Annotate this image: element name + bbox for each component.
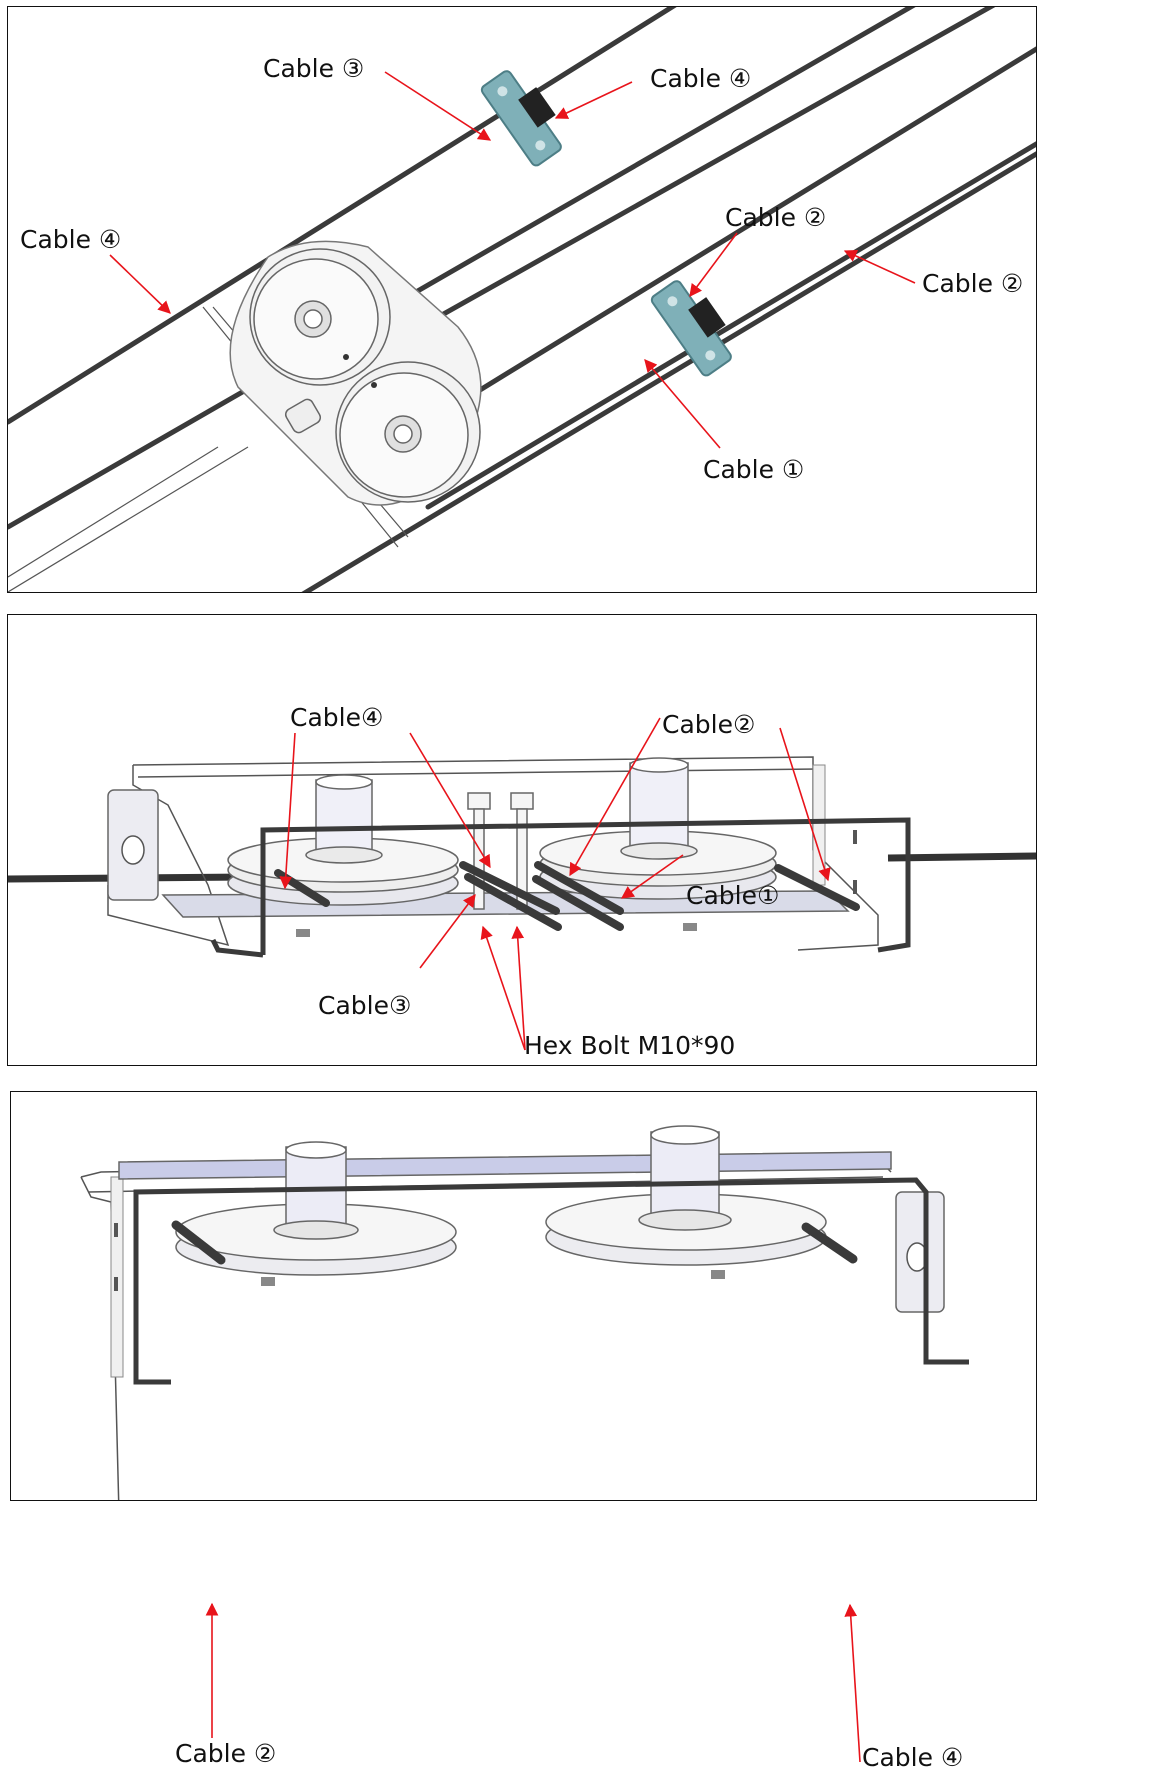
cable-stubs-2	[171, 1220, 858, 1265]
cable-line-e	[425, 141, 1036, 510]
panel-front-view-2	[10, 1091, 1037, 1501]
pulley-front-view-drawing-2	[80, 1125, 969, 1500]
label-p2-cable2: Cable②	[662, 710, 756, 739]
cable-line-a	[8, 7, 677, 425]
pulley-front-view-drawing-1	[8, 756, 1036, 958]
label-p3-cable2: Cable ②	[175, 1739, 277, 1768]
bottom-plate-2	[118, 1151, 892, 1180]
label-p2-cable4: Cable④	[290, 703, 384, 732]
bracket-upper	[480, 70, 562, 167]
frame-bar-2	[133, 1177, 969, 1385]
pulley-top-view-drawing	[8, 7, 1036, 592]
pulley-right-2	[545, 1125, 827, 1266]
bracket-lower	[650, 280, 732, 377]
label-p1-cable2-mid: Cable ②	[725, 203, 827, 232]
label-p2-hex-bolt: Hex Bolt M10*90	[524, 1031, 736, 1060]
label-p3-cable4: Cable ④	[862, 1743, 964, 1772]
label-p1-cable1: Cable ①	[703, 455, 805, 484]
label-p2-cable1: Cable①	[686, 881, 780, 910]
arrow-p3-cable4	[844, 1603, 861, 1763]
label-p1-cable4-left: Cable ④	[20, 225, 122, 254]
cable-line-b	[8, 7, 916, 530]
label-p2-cable3: Cable③	[318, 991, 412, 1020]
panel-front-view-1	[7, 614, 1037, 1066]
frame-bar	[260, 817, 911, 955]
pulley-left-2	[175, 1141, 457, 1276]
label-p1-cable2-right: Cable ②	[922, 269, 1024, 298]
pulley-lower	[335, 361, 481, 503]
pulley-upper	[249, 248, 391, 386]
label-p1-cable4-top: Cable ④	[650, 64, 752, 93]
label-p1-cable3: Cable ③	[263, 54, 365, 83]
pulley-right	[539, 757, 777, 900]
panel-top-view	[7, 6, 1037, 593]
